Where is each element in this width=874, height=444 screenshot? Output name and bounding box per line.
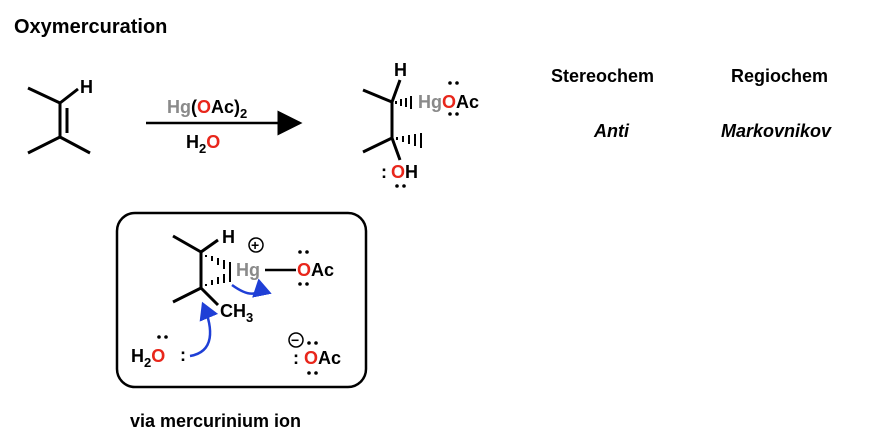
reagent-water-o: O: [206, 132, 220, 152]
mech-h-label: H: [222, 227, 235, 247]
product-bond-methyl-bottom: [362, 136, 393, 154]
reagent-subscript-2: 2: [240, 106, 247, 121]
reagent-paren-close: ): [234, 97, 240, 117]
mech-water-lone-pair-top: [157, 335, 168, 339]
product-oh-h: H: [405, 162, 418, 182]
alkene-bond-bottom-left: [27, 135, 61, 155]
product-hashed-bond-hg: [395, 96, 412, 109]
curly-arrow-bond-to-hg: [231, 278, 272, 298]
reactant-alkene: H: [27, 77, 93, 155]
mech-acetate-o: O: [304, 348, 318, 368]
mech-hashed-bond-upper: [205, 255, 231, 272]
summary-columns: Stereochem Regiochem Anti Markovnikov: [551, 66, 832, 141]
mech-bond-c-h: [200, 238, 219, 254]
mech-plus-circle: [248, 237, 264, 253]
mech-oac-ac: Ac: [311, 260, 334, 280]
mech-bond-c-ch3: [199, 286, 220, 307]
mech-ch3-label: CH3: [220, 301, 253, 325]
reagent-hg: Hg: [167, 97, 191, 117]
regiochem-value: Markovnikov: [721, 121, 832, 141]
reagent-oac-o: O: [197, 97, 211, 117]
page-title: Oxymercuration: [14, 16, 167, 38]
reagent-oac-ac: Ac: [211, 97, 234, 117]
mech-bond-methyl-top: [172, 234, 202, 254]
alkene-bond-bottom-right: [59, 135, 91, 155]
mech-water-sub: 2: [144, 355, 151, 370]
mechanism-caption: via mercurinium ion: [130, 411, 301, 431]
reaction-arrow-group: Hg(OAc)2 H2O: [146, 97, 303, 156]
alkene-h-label: H: [80, 77, 93, 97]
reagent-water: H2O: [186, 132, 220, 156]
mech-water: H2O: [131, 346, 165, 370]
mech-bond-methyl-bottom: [172, 286, 202, 304]
mech-hg-oac: OAc: [297, 260, 334, 280]
product-hashed-bond-methyl: [396, 133, 422, 148]
mech-acetate-colon: :: [293, 348, 299, 368]
mech-plus-charge: +: [251, 237, 259, 253]
mech-minus-charge: −: [291, 332, 299, 348]
product-h-label: H: [394, 60, 407, 80]
reagent-water-sub: 2: [199, 141, 206, 156]
mechanism-box: H + Hg OAc CH3 H2O : − :: [115, 211, 368, 389]
product-hg-oac: HgOAc: [418, 92, 479, 112]
product-oh-label: OH: [391, 162, 418, 182]
product-oac-lone-pairs: [448, 81, 459, 116]
product-bond-methyl-top: [362, 88, 393, 104]
stereochem-value: Anti: [593, 121, 630, 141]
product-hg: Hg: [418, 92, 442, 112]
mech-hg-label: Hg: [236, 260, 260, 280]
mech-hashed-bond-lower: [205, 272, 231, 286]
mech-acetate: OAc: [304, 348, 341, 368]
mech-ch-sub: 3: [246, 310, 253, 325]
alkene-bond-top-left: [27, 86, 61, 105]
stereochem-header: Stereochem: [551, 66, 654, 86]
mech-ch: CH: [220, 301, 246, 321]
product-oh-lone-pair-bottom: [395, 184, 406, 188]
mech-water-h: H: [131, 346, 144, 366]
product-oh-colon: :: [381, 162, 387, 182]
product-oh-o: O: [391, 162, 405, 182]
product-oac-o: O: [442, 92, 456, 112]
mech-minus-circle: [288, 332, 304, 348]
product-bond-c-h: [390, 79, 402, 103]
alkene-bond-to-h: [59, 87, 79, 105]
mech-water-colon: :: [180, 345, 186, 365]
reagent-water-h: H: [186, 132, 199, 152]
product-bond-c-oh: [390, 137, 402, 161]
product-structure: H HgOAc : OH: [362, 60, 479, 188]
product-oac-ac: Ac: [456, 92, 479, 112]
curly-arrow-water-attack: [189, 301, 219, 358]
reagent-hg-oac: Hg(OAc)2: [167, 97, 247, 121]
mech-acetate-ac: Ac: [318, 348, 341, 368]
mech-water-o: O: [151, 346, 165, 366]
regiochem-header: Regiochem: [731, 66, 828, 86]
mechanism-box-frame: [115, 211, 368, 389]
mech-oac-lone-pairs: [298, 250, 309, 286]
mech-oac-o: O: [297, 260, 311, 280]
reagent-paren-open: (: [191, 97, 197, 117]
mech-acetate-lone-pairs: [307, 341, 318, 375]
